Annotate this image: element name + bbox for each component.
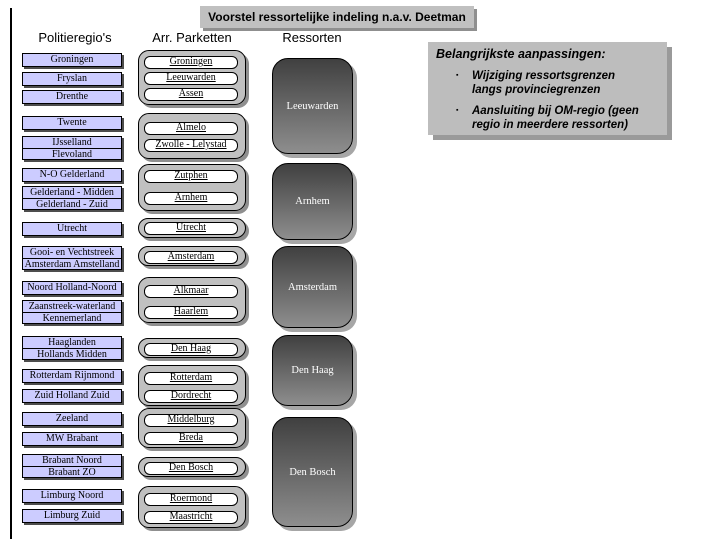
note-bullet-1: ▪ Wijziging ressortsgrenzen langs provin… [456, 69, 659, 97]
region-no-gelderland: N-O Gelderland [22, 168, 122, 182]
region-label: Gelderland - Midden [30, 187, 114, 198]
parket-den-bosch: Den Bosch [144, 462, 238, 475]
region-label: Gooi- en Vechtstreek [29, 247, 115, 258]
region-drenthe: Drenthe [22, 90, 122, 104]
parket-group-zeeland-west-brabant: Middelburg Breda [138, 408, 246, 448]
parket-den-haag: Den Haag [144, 343, 238, 356]
region-fryslan: Fryslan [22, 72, 122, 86]
parket-arnhem: Arnhem [144, 192, 238, 205]
region-zeeland: Zeeland [22, 412, 122, 426]
region-haaglanden-hollands-midden: Haaglanden Hollands Midden [22, 336, 122, 360]
region-label: IJsselland [52, 137, 92, 148]
parket-assen: Assen [144, 88, 238, 101]
ressort-den-haag: Den Haag [272, 335, 353, 406]
ressort-amsterdam: Amsterdam [272, 246, 353, 328]
notes-title: Belangrijkste aanpassingen: [436, 47, 606, 61]
parket-group-noord-holland: Alkmaar Haarlem [138, 277, 246, 323]
column-header-politieregios: Politieregio's [38, 30, 112, 45]
note-line: Wijziging ressortsgrenzen [472, 70, 616, 82]
bullet-square-icon: ▪ [456, 72, 459, 79]
note-line: regio in meerdere ressorten) [472, 119, 628, 131]
region-limburg-noord: Limburg Noord [22, 489, 122, 503]
region-brabant-noord-zo: Brabant Noord Brabant ZO [22, 454, 122, 478]
ressort-leeuwarden: Leeuwarden [272, 58, 353, 154]
parket-alkmaar: Alkmaar [144, 285, 238, 298]
notes-panel: Belangrijkste aanpassingen: ▪ Wijziging … [428, 42, 667, 135]
parket-maastricht: Maastricht [144, 511, 238, 524]
region-label: Groningen [50, 54, 94, 65]
region-label: N-O Gelderland [39, 169, 105, 180]
region-label: Drenthe [55, 91, 89, 102]
region-label: Brabant ZO [23, 466, 121, 477]
ressort-arnhem: Arnhem [272, 163, 353, 240]
parket-utrecht: Utrecht [144, 222, 238, 235]
parket-zwolle-lelystad: Zwolle - Lelystad [144, 139, 238, 152]
parket-group-noord: Groningen Leeuwarden Assen [138, 50, 246, 105]
parket-breda: Breda [144, 432, 238, 445]
note-line: langs provinciegrenzen [472, 84, 601, 96]
region-label: Zuid Holland Zuid [34, 390, 110, 401]
region-utrecht: Utrecht [22, 222, 122, 236]
parket-roermond: Roermond [144, 493, 238, 506]
parket-group-den-bosch: Den Bosch [138, 457, 246, 477]
note-line: Aansluiting bij OM-regio (geen [472, 105, 639, 117]
region-label: Gelderland - Zuid [23, 198, 121, 209]
region-label: Limburg Noord [40, 490, 104, 501]
region-groningen: Groningen [22, 53, 122, 67]
parket-group-gelderland: Zutphen Arnhem [138, 164, 246, 211]
note-bullet-2: ▪ Aansluiting bij OM-regio (geen regio i… [456, 104, 659, 132]
parket-group-den-haag: Den Haag [138, 338, 246, 358]
region-label: Zeeland [55, 413, 89, 424]
parket-group-utrecht: Utrecht [138, 218, 246, 238]
region-label: Utrecht [57, 223, 87, 234]
region-label: Flevoland [23, 148, 121, 159]
parket-almelo: Almelo [144, 122, 238, 135]
region-gooi-amsterdam: Gooi- en Vechtstreek Amsterdam Amstellan… [22, 246, 122, 270]
ressort-den-bosch: Den Bosch [272, 417, 353, 527]
column-header-parketten: Arr. Parketten [152, 30, 232, 45]
region-label: Amsterdam Amstelland [23, 258, 121, 270]
region-label: Brabant Noord [42, 455, 102, 466]
region-noord-holland-noord: Noord Holland-Noord [22, 281, 122, 295]
parket-group-rotterdam: Rotterdam Dordrecht [138, 365, 246, 406]
parket-haarlem: Haarlem [144, 306, 238, 319]
region-label: Noord Holland-Noord [27, 282, 117, 293]
note-bullet-text: Wijziging ressortsgrenzen langs provinci… [472, 69, 615, 97]
parket-groningen: Groningen [144, 56, 238, 69]
region-limburg-zuid: Limburg Zuid [22, 509, 122, 523]
note-bullet-text: Aansluiting bij OM-regio (geen regio in … [472, 104, 639, 132]
parket-amsterdam: Amsterdam [144, 251, 238, 264]
region-gelderland-midden-zuid: Gelderland - Midden Gelderland - Zuid [22, 186, 122, 210]
region-zuid-holland-zuid: Zuid Holland Zuid [22, 389, 122, 403]
region-label: MW Brabant [45, 433, 99, 444]
region-label: Hollands Midden [23, 348, 121, 359]
region-label: Limburg Zuid [43, 510, 101, 521]
slide-title: Voorstel ressortelijke indeling n.a.v. D… [200, 6, 474, 28]
region-label: Fryslan [57, 73, 87, 84]
region-rotterdam-rijnmond: Rotterdam Rijnmond [22, 369, 122, 383]
parket-middelburg: Middelburg [144, 414, 238, 427]
parket-group-limburg: Roermond Maastricht [138, 486, 246, 528]
left-border-line [10, 8, 12, 539]
region-zaanstreek-kennemerland: Zaanstreek-waterland Kennemerland [22, 300, 122, 324]
parket-leeuwarden: Leeuwarden [144, 72, 238, 85]
column-header-ressorten: Ressorten [282, 30, 342, 45]
parket-rotterdam: Rotterdam [144, 372, 238, 385]
region-mw-brabant: MW Brabant [22, 432, 122, 446]
region-label: Zaanstreek-waterland [28, 301, 116, 312]
bullet-square-icon: ▪ [456, 107, 459, 114]
parket-dordrecht: Dordrecht [144, 390, 238, 403]
region-ijsselland-flevoland: IJsselland Flevoland [22, 136, 122, 160]
region-label: Twente [57, 117, 87, 128]
parket-group-overijssel: Almelo Zwolle - Lelystad [138, 113, 246, 159]
parket-zutphen: Zutphen [144, 170, 238, 183]
region-label: Kennemerland [23, 312, 121, 323]
region-label: Haaglanden [48, 337, 96, 348]
region-twente: Twente [22, 116, 122, 130]
region-label: Rotterdam Rijnmond [29, 370, 115, 381]
parket-group-amsterdam: Amsterdam [138, 246, 246, 266]
